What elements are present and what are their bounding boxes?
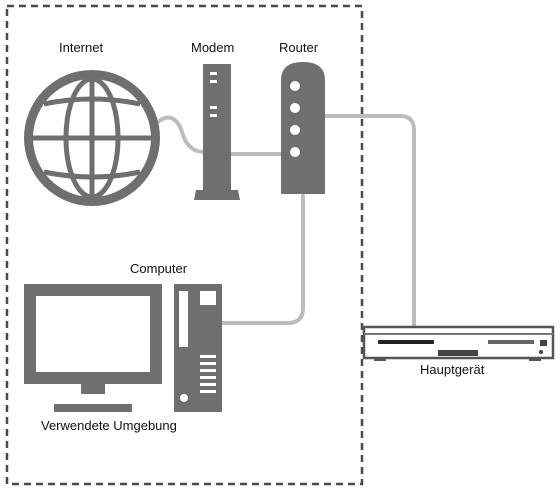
- cables: [156, 114, 416, 330]
- internet-label: Internet: [59, 40, 104, 55]
- modem-icon: [194, 64, 240, 200]
- main-unit-label: Hauptgerät: [420, 362, 485, 377]
- router-icon: [281, 62, 325, 194]
- router-label: Router: [279, 40, 319, 55]
- cable-router-computer: [219, 194, 305, 325]
- modem-label: Modem: [191, 40, 235, 55]
- cable-internet-modem: [156, 115, 206, 154]
- computer-label: Computer: [130, 261, 188, 276]
- environment-label: Verwendete Umgebung: [41, 418, 177, 433]
- pc-tower-icon: [174, 284, 222, 412]
- globe-icon: [24, 70, 160, 206]
- environment-boundary: [5, 4, 364, 486]
- monitor-icon: [24, 284, 162, 412]
- main-unit-icon: [362, 325, 555, 361]
- cable-router-main-unit: [324, 114, 416, 330]
